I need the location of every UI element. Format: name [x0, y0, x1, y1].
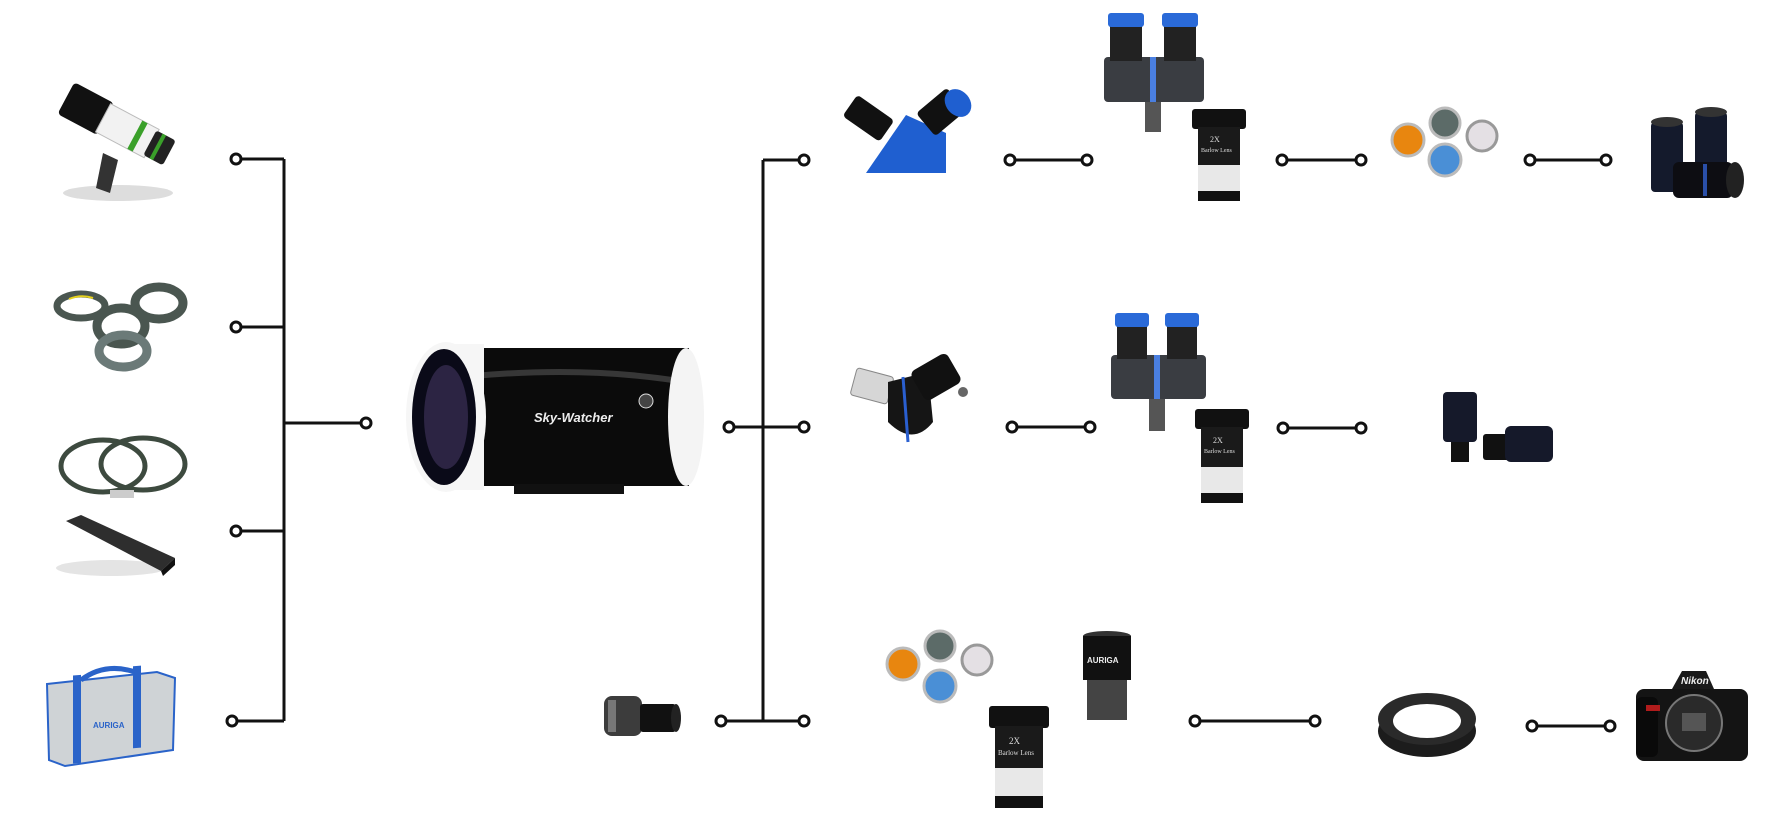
t-ring-icon [1376, 687, 1478, 759]
prism-diagonal-icon [850, 352, 975, 446]
finder-scope-icon [48, 68, 193, 204]
barlow-label-text: Barlow Lens [1201, 148, 1232, 154]
bag-brand-text: AURIGA [93, 721, 125, 730]
planetary-camera-icon [602, 692, 682, 740]
connector-row3-b [1525, 719, 1617, 733]
dslr-camera-icon: Nikon [1634, 667, 1750, 763]
connector-node [229, 320, 243, 334]
color-filters-icon [1390, 106, 1502, 183]
barlow-power-text: 2X [1210, 135, 1220, 144]
connector-node [797, 714, 811, 728]
solar-filter-rings-icon [51, 281, 188, 372]
maksutov-telescope-icon: Sky-Watcher [404, 336, 704, 498]
binoviewer-and-barlow-icon: 2X Barlow Lens [1107, 309, 1252, 506]
telescope-brand-text: Sky-Watcher [534, 410, 613, 425]
connector-node [797, 420, 811, 434]
camera-brand-text: Nikon [1681, 676, 1709, 687]
connector-row1-c [1523, 153, 1613, 167]
barlow-label-text: Barlow Lens [1204, 449, 1235, 455]
connector-node [797, 153, 811, 167]
filters-and-barlow-icon: 2X Barlow Lens [885, 629, 1057, 810]
eyepieces-icon [1643, 102, 1750, 206]
connector-row1-a [1003, 153, 1094, 167]
barlow-power-text: 2X [1213, 436, 1223, 445]
connector-node [229, 152, 243, 166]
carry-bag-icon: AURIGA [45, 662, 180, 770]
connector-node [722, 420, 736, 434]
zoom-eyepieces-icon [1439, 392, 1557, 466]
connector-node [229, 524, 243, 538]
connector-row1-b [1275, 153, 1368, 167]
connector-node [225, 714, 239, 728]
barlow-power-text: 2X [1009, 736, 1021, 746]
star-diagonal-icon [844, 85, 978, 175]
tube-rings-icon [55, 432, 189, 500]
extension-tube-icon: AURIGA [1078, 630, 1136, 722]
dovetail-bar-icon [51, 513, 177, 579]
connector-node [359, 416, 373, 430]
binoviewer-and-barlow-icon: 2X Barlow Lens [1100, 9, 1250, 204]
connector-node [714, 714, 728, 728]
connector-row2-a [1005, 420, 1097, 434]
connector-row3-a [1188, 714, 1322, 728]
barlow-label-text: Barlow Lens [998, 749, 1034, 757]
extension-brand-text: AURIGA [1087, 656, 1119, 665]
connector-row2-b [1276, 421, 1368, 435]
